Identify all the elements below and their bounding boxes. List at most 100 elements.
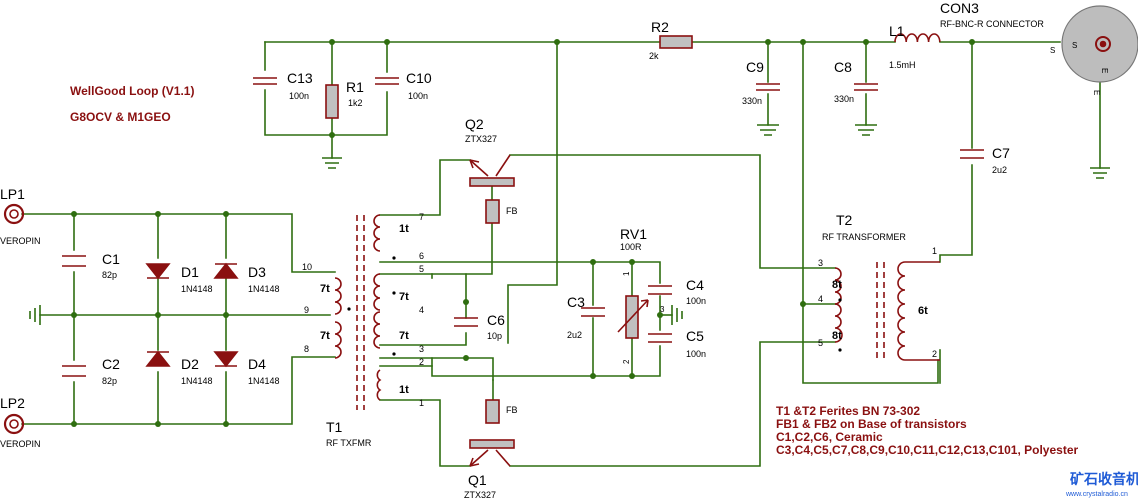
- lp2-symbol: [3, 413, 25, 435]
- d1-value: 1N4148: [181, 284, 213, 294]
- t2-pin-3: 3: [818, 258, 823, 268]
- rv1-ref: RV1: [620, 226, 647, 242]
- d1-ref: D1: [181, 264, 199, 280]
- c2-value: 82p: [102, 376, 117, 386]
- t1-pin-2: 2: [419, 357, 424, 367]
- t1-pin-9: 9: [304, 305, 309, 315]
- t2-turn-3: 6t: [918, 305, 928, 317]
- watermark-main: 矿石收音机: [1070, 471, 1138, 487]
- d1-symbol: [145, 263, 171, 280]
- junction-dots: [71, 39, 975, 427]
- wires: [21, 41, 1101, 467]
- c2-ref: C2: [102, 356, 120, 372]
- watermark-sub: www.crystalradio.cn: [1065, 491, 1128, 498]
- c13-value: 100n: [289, 91, 309, 101]
- r1-symbol: [325, 84, 339, 119]
- c5-symbol: [648, 333, 672, 343]
- c2-symbol: [62, 365, 86, 377]
- q1-symbol: [469, 439, 515, 467]
- r1-value: 1k2: [348, 98, 363, 108]
- c10-value: 100n: [408, 91, 428, 101]
- d2-symbol: [145, 350, 171, 367]
- d2-ref: D2: [181, 356, 199, 372]
- lp2-ref: LP2: [0, 395, 25, 411]
- rv1-pin-1: 1: [622, 271, 631, 276]
- c9-value: 330n: [742, 96, 762, 106]
- c3-value: 2u2: [567, 330, 582, 340]
- lp1-type: VEROPIN: [0, 236, 41, 246]
- q2-value: ZTX327: [465, 134, 497, 144]
- d4-value: 1N4148: [248, 376, 280, 386]
- t2-pin-2: 2: [932, 349, 937, 359]
- note-line-3: C1,C2,C6, Ceramic: [776, 430, 883, 444]
- lp1-symbol: [3, 203, 25, 225]
- ground-symbols: [29, 124, 1110, 325]
- notes-block: T1 &T2 Ferites BN 73-302 FB1 & FB2 on Ba…: [776, 404, 1078, 457]
- c4-ref: C4: [686, 277, 704, 293]
- con3-pin-e-outer: E: [1092, 90, 1101, 95]
- t1-pin-1: 1: [419, 398, 424, 408]
- t2-pin-5: 5: [818, 338, 823, 348]
- q1-ref: Q1: [468, 472, 487, 488]
- c1-value: 82p: [102, 270, 117, 280]
- phase-dots: [347, 256, 842, 356]
- c9-symbol: [756, 83, 780, 91]
- c3-ref: C3: [567, 294, 585, 310]
- t1-pin-6: 6: [419, 251, 424, 261]
- rv1-pin-3: 3: [660, 305, 665, 314]
- r2-value: 2k: [649, 51, 659, 61]
- c5-ref: C5: [686, 328, 704, 344]
- d3-ref: D3: [248, 264, 266, 280]
- t1-pin-7: 7: [419, 212, 424, 222]
- t2-turns: 8t 8t 6t: [832, 279, 928, 342]
- t2-turn-1: 8t: [832, 279, 842, 291]
- q1-value: ZTX327: [464, 490, 496, 500]
- c1-ref: C1: [102, 251, 120, 267]
- r1-ref: R1: [346, 79, 364, 95]
- t1-turn-6: 1t: [399, 384, 409, 396]
- t1-turn-3: 7t: [399, 330, 409, 342]
- c9-ref: C9: [746, 59, 764, 75]
- note-line-4: C3,C4,C5,C7,C8,C9,C10,C11,C12,C13,C101, …: [776, 443, 1078, 457]
- con3-ref: CON3: [940, 0, 979, 16]
- c10-symbol: [375, 77, 399, 85]
- c7-symbol: [960, 149, 984, 159]
- con3-pin-s-inner: S: [1072, 41, 1077, 50]
- c6-symbol: [454, 317, 478, 327]
- c3-symbol: [581, 307, 605, 317]
- t2-pins: 3 4 5 1 2: [818, 246, 937, 359]
- d2-value: 1N4148: [181, 376, 213, 386]
- title-block: WellGood Loop (V1.1) G8OCV & M1GEO: [70, 84, 194, 124]
- lp2-type: VEROPIN: [0, 439, 41, 449]
- t2-turn-2: 8t: [832, 330, 842, 342]
- c5-value: 100n: [686, 349, 706, 359]
- title-line-1: WellGood Loop (V1.1): [70, 84, 194, 98]
- t1-pin-10: 10: [302, 262, 312, 272]
- c10-ref: C10: [406, 70, 432, 86]
- con3-value: RF-BNC-R CONNECTOR: [940, 19, 1044, 29]
- con3-symbol: [1061, 5, 1138, 83]
- t1-pin-8: 8: [304, 344, 309, 354]
- d4-symbol: [213, 351, 239, 368]
- q2-symbol: [469, 154, 515, 187]
- t1-turns: 1t 7t 7t 7t 7t 1t: [320, 223, 409, 396]
- labels: LP1 VEROPIN LP2 VEROPIN C1 82p C2 82p D1…: [0, 0, 1109, 500]
- con3-pin-s-outer: S: [1050, 46, 1055, 55]
- components: [3, 5, 1138, 467]
- t1-ref: T1: [326, 419, 343, 435]
- t1-turn-2: 7t: [399, 291, 409, 303]
- c4-value: 100n: [686, 296, 706, 306]
- t1-pin-3: 3: [419, 344, 424, 354]
- t2-value: RF TRANSFORMER: [822, 232, 906, 242]
- c7-value: 2u2: [992, 165, 1007, 175]
- t1-turn-5: 7t: [320, 330, 330, 342]
- c8-ref: C8: [834, 59, 852, 75]
- t1-turn-4: 7t: [320, 283, 330, 295]
- fb1-symbol: [485, 399, 500, 424]
- c7-ref: C7: [992, 145, 1010, 161]
- d4-ref: D4: [248, 356, 266, 372]
- con3-pin-e-inner: E: [1100, 68, 1109, 73]
- t1-pin-5: 5: [419, 264, 424, 274]
- t2-ref: T2: [836, 212, 853, 228]
